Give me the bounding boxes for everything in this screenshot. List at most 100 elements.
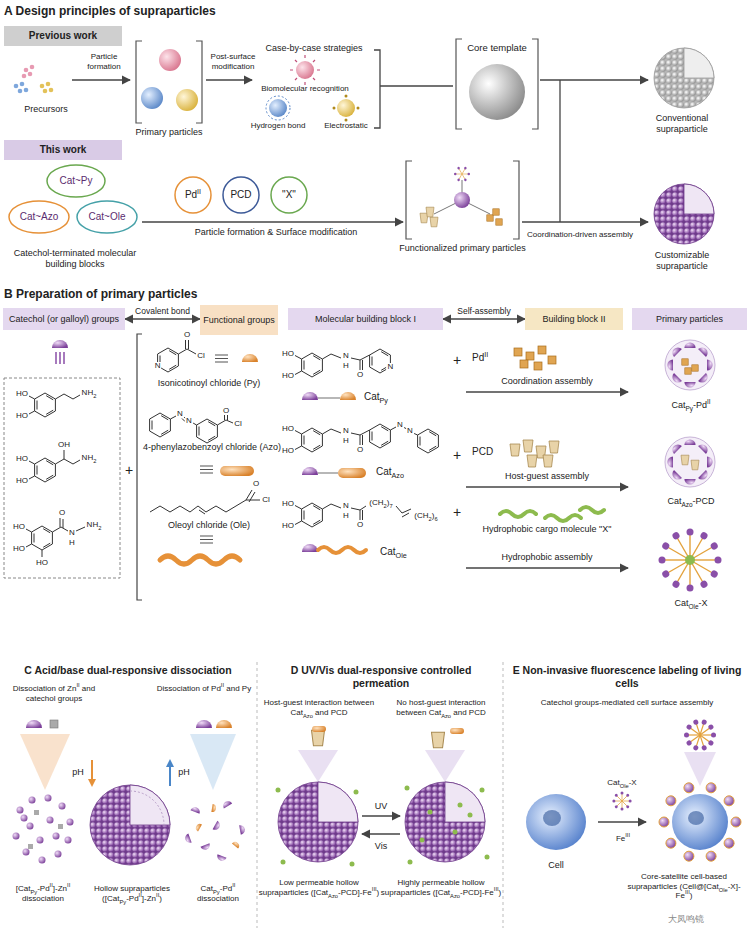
building-block-two (580, 507, 604, 513)
caption-text: PCD (472, 446, 506, 458)
primary-cluster (670, 373, 682, 385)
building-block-two (526, 352, 534, 360)
caption-text: Host-guest assembly (466, 471, 628, 482)
functionalized-particle (493, 209, 499, 215)
permeation-picture (408, 860, 413, 865)
permeation-picture (298, 750, 338, 782)
superscript: II (156, 892, 159, 898)
plus-sign: + (453, 505, 461, 519)
cell-labeling-picture (684, 851, 694, 861)
molecule-circle: Cat~Azo (8, 200, 70, 234)
caption-text: Isonicotinoyl chloride (Py) (142, 378, 276, 389)
dissociation-picture (130, 791, 164, 825)
header-text: This work (40, 144, 87, 156)
circle-outline (77, 201, 137, 233)
dissociation-picture (55, 851, 62, 858)
primary-cluster (692, 365, 698, 371)
atom-label: N (396, 421, 404, 429)
molecule-circle: Cat~Py (46, 164, 106, 198)
atom-label: HO (15, 390, 29, 398)
core-sphere (469, 64, 525, 120)
atom-label: N (406, 427, 414, 435)
flow-arrow (142, 221, 403, 222)
atom-label: HO (281, 425, 295, 433)
functionalized-particle (454, 173, 462, 176)
dissociation-picture (17, 807, 24, 814)
atom-label: N (68, 529, 76, 537)
primary-cluster (698, 373, 710, 385)
atom-label: HO (281, 350, 295, 358)
header-text: Molecular building block I (315, 314, 416, 325)
caption-text: Oleoyl chloride (Ole) (142, 520, 276, 531)
circle-outline (9, 201, 69, 233)
primary-cluster (684, 479, 695, 485)
caption-text: Hydrogen bond (244, 121, 312, 131)
subscript: Ole (688, 603, 698, 610)
caption-text: Highly permeable hollow supraparticles (… (380, 878, 502, 897)
panel-title: A Design principles of supraparticles (4, 4, 344, 18)
precursor-dots (46, 82, 51, 87)
primary-cluster (659, 340, 722, 592)
superscript: II (197, 187, 201, 196)
dissociation-picture (190, 734, 236, 790)
node-text: Core template (467, 42, 527, 53)
primary-cluster (665, 340, 715, 390)
dissociation-picture (13, 833, 20, 840)
cell-labeling-picture (612, 791, 631, 810)
dissociation-picture (221, 799, 232, 808)
cell-labeling-picture (724, 796, 734, 806)
plus-sign: + (125, 463, 133, 477)
dissociation-picture (67, 819, 74, 826)
caption-text: No host-guest interaction between CatAzo… (382, 698, 500, 717)
functionalized-particle (454, 166, 470, 181)
functionalized-particle (457, 173, 463, 181)
panel-divider (257, 662, 258, 928)
cell-labeling-picture (699, 724, 715, 737)
atom-label: OH (57, 441, 71, 449)
molecule-circle: "X" (270, 176, 308, 214)
cell-labeling-picture (684, 752, 716, 786)
permeation-picture (480, 788, 485, 793)
chemical-structure (370, 424, 391, 448)
atom-label: O (222, 407, 230, 415)
permeation-picture (445, 782, 485, 822)
atom-label: HO (281, 372, 295, 380)
building-block-two (549, 441, 559, 453)
bracket-box: Core template (455, 38, 539, 130)
superscript: II (232, 882, 235, 888)
primary-cluster (684, 382, 695, 388)
primary-cluster (698, 442, 710, 454)
header-band: Molecular building block I (288, 308, 443, 330)
chemical-structure (35, 458, 56, 482)
building-block-icon (340, 392, 356, 400)
permeation-picture (428, 810, 433, 815)
supraparticle (654, 184, 714, 244)
precursor-dots (18, 89, 23, 94)
cell-labeling-picture (672, 794, 728, 850)
assembly-arrow (466, 567, 628, 568)
chemical-structure (178, 340, 196, 354)
caption-text: Coordination assembly (466, 376, 628, 387)
precursor-dots (14, 84, 19, 89)
primary-cluster (667, 439, 712, 484)
cell-labeling-picture (659, 783, 741, 861)
primary-cluster (670, 442, 682, 454)
caption-text: Coordination-driven assembly (524, 230, 636, 240)
dissociation-picture (26, 720, 42, 728)
precursor-dots (24, 88, 29, 93)
core-sphere (469, 64, 525, 120)
permeation-picture (278, 782, 358, 862)
flow-arrow (374, 50, 380, 128)
header-band: This work (4, 140, 122, 160)
superscript: III (372, 886, 377, 892)
panel-title: B Preparation of primary particles (4, 287, 344, 301)
primary-particle (141, 49, 198, 111)
atom-label: N (387, 363, 395, 371)
superscript: II (221, 682, 224, 688)
subscript: 2 (93, 458, 96, 464)
node-text: "X" (282, 189, 296, 201)
building-block-icon (302, 467, 318, 475)
cell-labeling-picture (684, 783, 694, 793)
connector (125, 318, 200, 319)
atom-label: H (342, 362, 350, 370)
